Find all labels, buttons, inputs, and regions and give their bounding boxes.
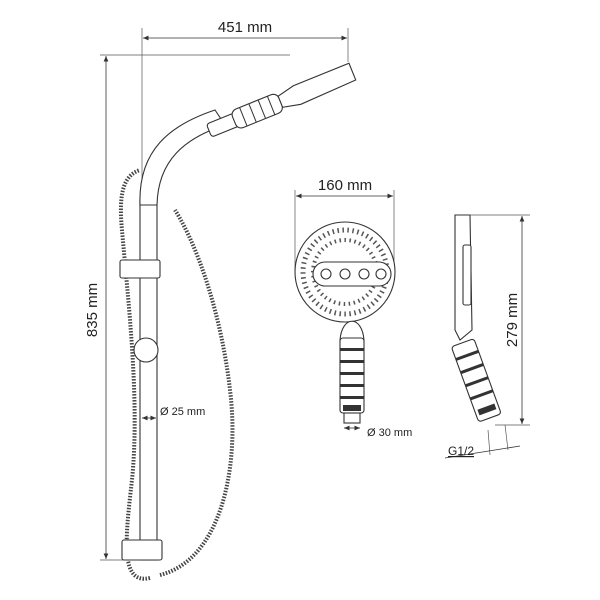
- handshower-mounted: [206, 62, 357, 137]
- handshower-front-view: 160 mm Ø 30 mm: [294, 177, 412, 439]
- rail-diameter-label: Ø 25 mm: [160, 406, 205, 418]
- thread-label: G1/2: [448, 444, 474, 458]
- wall-bracket-bottom: [121, 539, 163, 561]
- hose-loop: [159, 208, 235, 577]
- height-dimension: 835 mm: [84, 54, 290, 561]
- spray-mode-buttons: [312, 261, 392, 287]
- adjust-knob: [133, 337, 159, 363]
- reach-label: 451 mm: [218, 19, 272, 36]
- length-label: 279 mm: [504, 293, 521, 347]
- handle-front: [339, 337, 365, 424]
- reach-dimension: 451 mm: [141, 19, 349, 200]
- head-diameter-label: 160 mm: [318, 177, 372, 194]
- slider-bracket: [119, 259, 161, 279]
- slide-rail: Ø 25 mm: [119, 109, 226, 561]
- height-label: 835 mm: [84, 283, 101, 337]
- handshower-side-view: 279 mm G1/2: [444, 214, 530, 459]
- handle-diameter-label: Ø 30 mm: [367, 427, 412, 439]
